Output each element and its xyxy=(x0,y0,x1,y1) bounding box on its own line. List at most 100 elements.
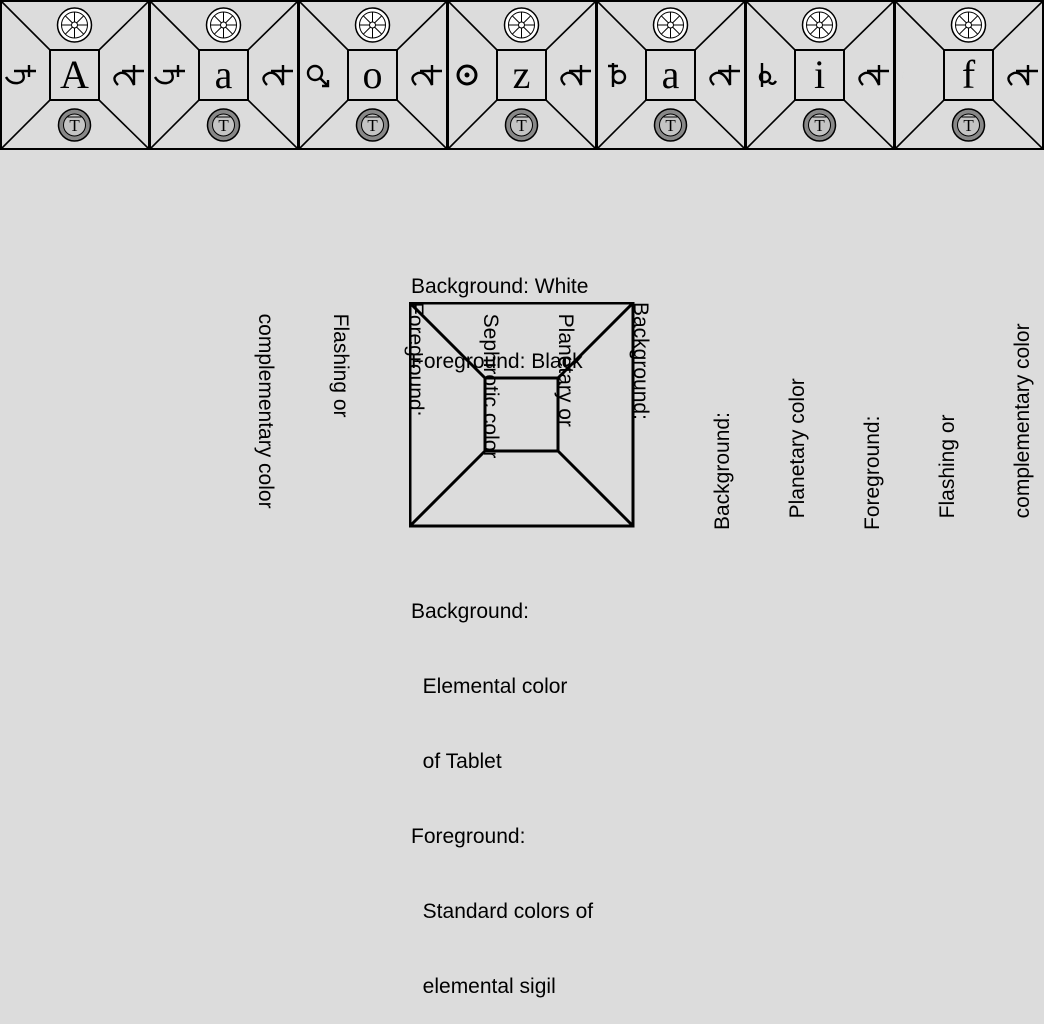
wheel-spoke xyxy=(511,26,520,35)
letter-tile: fT xyxy=(894,0,1044,150)
tile-diagonal xyxy=(596,99,647,150)
tile-letter: i xyxy=(814,52,825,97)
coin-letter: T xyxy=(665,116,676,135)
tile-diagonal xyxy=(843,0,895,51)
tile-key-diagram xyxy=(409,302,635,528)
key-diagonal xyxy=(556,302,635,380)
jupiter-sign-icon xyxy=(709,65,740,86)
key-diagonal xyxy=(409,302,487,380)
key-label-line: Standard colors of xyxy=(411,900,594,923)
saturn-sign-icon xyxy=(153,65,185,85)
wheel-spoke xyxy=(374,15,383,24)
wheel-icon xyxy=(801,7,838,43)
key-diagonal xyxy=(556,449,635,528)
key-label-line: elemental sigil xyxy=(411,975,556,998)
tile-diagonal xyxy=(745,99,796,150)
jupiter-sign-icon xyxy=(560,65,591,86)
wheel-spoke xyxy=(958,15,967,24)
tile-diagonal xyxy=(0,0,51,51)
key-label-line: complementary color xyxy=(254,302,277,509)
wheel-hub xyxy=(220,21,227,29)
key-label-right: Background: Planetary color Foreground: … xyxy=(660,285,1034,530)
tile-letter: a xyxy=(215,52,233,97)
wheel-spoke xyxy=(225,26,234,35)
wheel-hub xyxy=(667,21,674,29)
wheel-icon xyxy=(56,7,93,43)
tile-diagonal xyxy=(98,0,150,51)
tile-diagonal xyxy=(396,99,448,150)
wheel-spoke xyxy=(821,26,830,35)
coin-letter: T xyxy=(814,116,825,135)
tile-diagonal xyxy=(447,0,498,51)
wheel-spoke xyxy=(660,15,669,24)
tile-diagonal xyxy=(745,0,796,51)
wheel-spoke xyxy=(672,26,681,35)
coin-letter: T xyxy=(963,116,974,135)
jupiter-sign-icon xyxy=(262,65,293,86)
wheel-spoke xyxy=(374,26,383,35)
jupiter-sign-icon xyxy=(1007,65,1038,86)
letter-tile: zT xyxy=(447,0,597,150)
tau-cross-icon: T xyxy=(57,108,92,142)
wheel-spoke xyxy=(821,15,830,24)
letter-tile: iT xyxy=(745,0,895,150)
wheel-hub xyxy=(965,21,972,29)
saturn-sign-icon xyxy=(4,65,36,85)
key-label-top: Background: White Foreground: Black xyxy=(411,224,588,399)
tile-center-square xyxy=(943,49,994,101)
key-label-line: Sephirotic color xyxy=(479,302,502,459)
coin-letter: T xyxy=(218,116,229,135)
tile-center-square xyxy=(198,49,249,101)
tile-diagonal xyxy=(545,0,597,51)
wheel-spoke xyxy=(225,15,234,24)
wheel-icon xyxy=(950,7,987,43)
tile-diagonal xyxy=(447,99,498,150)
tile-diagonal xyxy=(247,0,299,51)
letter-tile: oT xyxy=(298,0,448,150)
key-label-line: Foreground: xyxy=(861,415,884,530)
wheel-spoke xyxy=(809,26,818,35)
wheel-hub xyxy=(816,21,823,29)
coin-inner xyxy=(361,113,384,137)
tau-cross-icon: T xyxy=(206,108,241,142)
tile-center-square xyxy=(49,49,100,101)
tile-diagonal xyxy=(843,99,895,150)
coin-inner xyxy=(510,113,533,137)
tau-cross-icon: T xyxy=(802,108,837,142)
key-label-left: Background: Planetary or Sephirotic colo… xyxy=(228,302,703,509)
wheel-spoke xyxy=(809,15,818,24)
wheel-spoke xyxy=(76,15,85,24)
tile-center-square xyxy=(347,49,398,101)
tile-diagonal xyxy=(149,0,200,51)
wheel-spoke xyxy=(362,26,371,35)
key-label-line: Elemental color xyxy=(411,675,568,698)
key-label-line: of Tablet xyxy=(411,750,502,773)
tau-cross-icon: T xyxy=(355,108,390,142)
wheel-spoke xyxy=(523,15,532,24)
tile-diagonal xyxy=(596,0,647,51)
key-label-line: Planetary color xyxy=(786,378,809,530)
tile-diagonal xyxy=(98,99,150,150)
wheel-spoke xyxy=(213,15,222,24)
coin-inner xyxy=(659,113,682,137)
jupiter-sign-icon xyxy=(113,65,144,86)
coin-letter: T xyxy=(367,116,378,135)
wheel-spoke xyxy=(958,26,967,35)
mercury-sign-icon xyxy=(758,63,778,87)
key-label-line: Flashing or xyxy=(329,302,352,418)
coin-inner xyxy=(63,113,86,137)
key-label-line: Background: xyxy=(711,412,734,530)
key-diagonal xyxy=(409,449,487,528)
tile-center-square xyxy=(496,49,547,101)
key-label-line: complementary color xyxy=(1011,323,1034,530)
key-inner-square xyxy=(483,376,560,453)
tile-diagonal xyxy=(694,0,746,51)
tile-diagonal xyxy=(0,99,51,150)
tau-cross-icon: T xyxy=(653,108,688,142)
tile-diagonal xyxy=(298,99,349,150)
wheel-spoke xyxy=(672,15,681,24)
tile-letter: A xyxy=(60,52,89,97)
jupiter-sign-icon xyxy=(411,65,442,86)
tile-diagonal xyxy=(298,0,349,51)
